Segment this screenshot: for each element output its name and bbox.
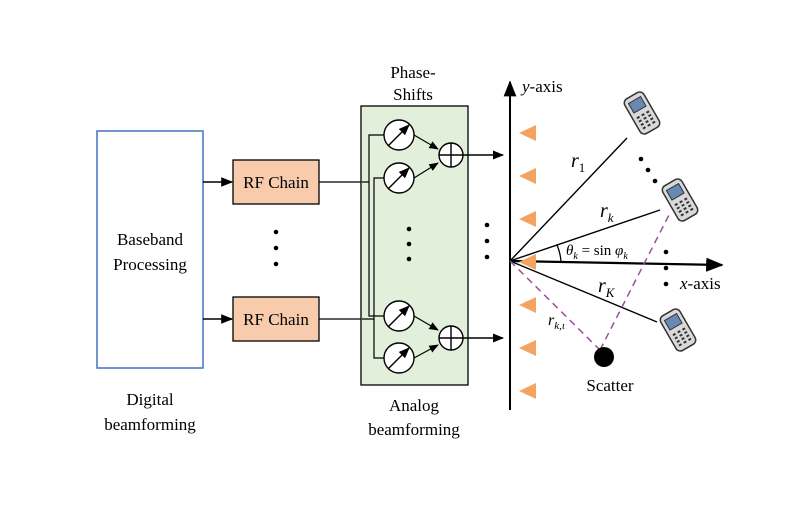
- mobile-phone-icon: [657, 306, 699, 354]
- angle-arc: [556, 244, 562, 263]
- phase-shifter-icon: [383, 342, 415, 374]
- digital-label: Digital: [126, 390, 173, 409]
- antenna-element-icon: [519, 340, 536, 356]
- rf-chain-bottom: [232, 296, 320, 342]
- rf-chain-top: [232, 159, 320, 205]
- antenna-element-icon: [519, 125, 536, 141]
- rf-chain-bottom-label: RF Chain: [243, 310, 309, 329]
- scatterer: [594, 347, 614, 367]
- user-ellipsis-bottom: [663, 249, 669, 287]
- phase-label: Phase-: [390, 63, 436, 82]
- angle-equation: θk = sin φk: [566, 243, 628, 262]
- rk-label: rk: [600, 200, 614, 225]
- y-axis-label: y-axis: [520, 77, 563, 96]
- digital-beamforming-label: beamforming: [104, 415, 196, 434]
- combiner-icon: [438, 325, 464, 351]
- antenna-array: [519, 125, 536, 399]
- ray-rk: [509, 209, 661, 262]
- analog-beamforming-label: beamforming: [368, 420, 460, 439]
- phase-shifter-icon: [383, 119, 415, 151]
- baseband-processing-block: [96, 130, 204, 369]
- baseband-label: Baseband: [117, 230, 184, 249]
- antenna-element-icon: [519, 254, 536, 270]
- shifts-label: Shifts: [393, 85, 433, 104]
- scatter-path-to-user: [599, 212, 671, 351]
- phase-shifter-icon: [383, 162, 415, 194]
- antenna-element-icon: [519, 383, 536, 399]
- r1-label: r1: [571, 150, 585, 175]
- rf-chain-ellipsis: [273, 229, 279, 267]
- analog-ellipsis: [406, 226, 412, 262]
- user-ellipsis-top: [638, 156, 658, 184]
- x-axis-line: [509, 257, 724, 272]
- mobile-phone-icon: [659, 176, 701, 224]
- analog-wiring: [362, 134, 384, 359]
- scatter-label: Scatter: [586, 376, 634, 395]
- rK-label: rK: [598, 275, 616, 300]
- analog-label: Analog: [389, 396, 440, 415]
- antenna-element-icon: [519, 211, 536, 227]
- ray-r1: [509, 137, 628, 262]
- array-input-ellipsis: [484, 222, 490, 260]
- scatter-path-to-scatterer: [509, 260, 601, 351]
- antenna-element-icon: [519, 168, 536, 184]
- mobile-phone-icon: [621, 89, 663, 137]
- x-axis-label: x-axis: [679, 274, 721, 293]
- rkl-label: rk,ι: [548, 312, 565, 332]
- antenna-element-icon: [519, 297, 536, 313]
- processing-label: Processing: [113, 255, 187, 274]
- ray-rK: [509, 260, 658, 323]
- rf-chain-top-label: RF Chain: [243, 173, 309, 192]
- combiner-icon: [438, 142, 464, 168]
- phase-shifter-icon: [383, 300, 415, 332]
